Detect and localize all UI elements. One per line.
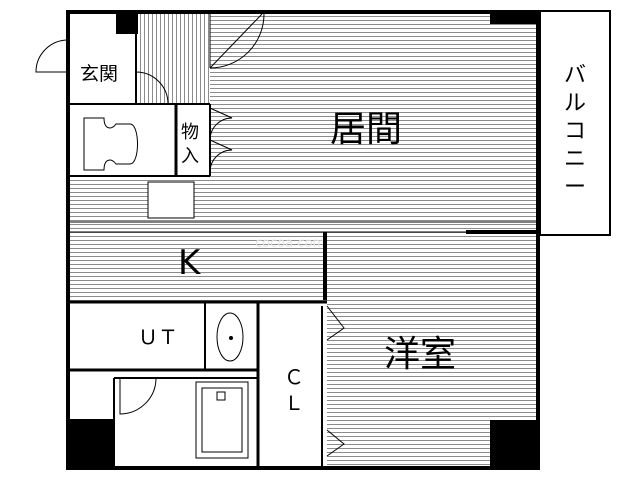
kitchen-label: K [178,243,202,283]
entry-door-swing [35,39,69,73]
closet-door-right [209,139,233,173]
cl-label-bottom: Ｌ [284,391,304,415]
balcony-label: バ ル コ ニ ー [564,63,586,200]
kitchen-floor-right [210,232,327,302]
kitchen-sink [147,181,195,219]
cl-floor [258,306,322,466]
living-door-arc [209,13,265,69]
ut-label: ＵＴ [138,325,178,349]
balcony [539,10,611,236]
balcony-char-1: バ [564,63,586,88]
balcony-char-3: コ [564,119,586,144]
hall-door-swing [135,71,169,105]
toilet [72,108,172,172]
living-floor [210,14,537,232]
watermark: cocoa com [255,236,325,251]
doors [35,13,345,457]
bath-door-swing [119,377,157,415]
entry-hall-floor [136,14,210,104]
balcony-char-5: ー [564,175,586,200]
genkan-label: 玄関 [80,63,118,85]
balcony-char-2: ル [564,91,586,116]
western-room-door-bottom [326,429,345,457]
monoire-label-top: 物 [181,122,199,143]
washbasin [216,312,244,362]
interior-walls [68,14,537,468]
living-label: 居間 [330,109,402,150]
bathtub [195,381,249,459]
living-door-swing [209,13,263,69]
balcony-char-4: ニ [564,147,586,172]
closet-door-left [209,107,233,141]
outer-walls [66,10,540,470]
monoire-label-bottom: 入 [181,146,199,167]
cl-label-top: Ｃ [284,365,304,389]
corner-columns [66,10,540,470]
western-room-label: 洋室 [384,334,456,375]
western-room-door-top [326,305,345,341]
